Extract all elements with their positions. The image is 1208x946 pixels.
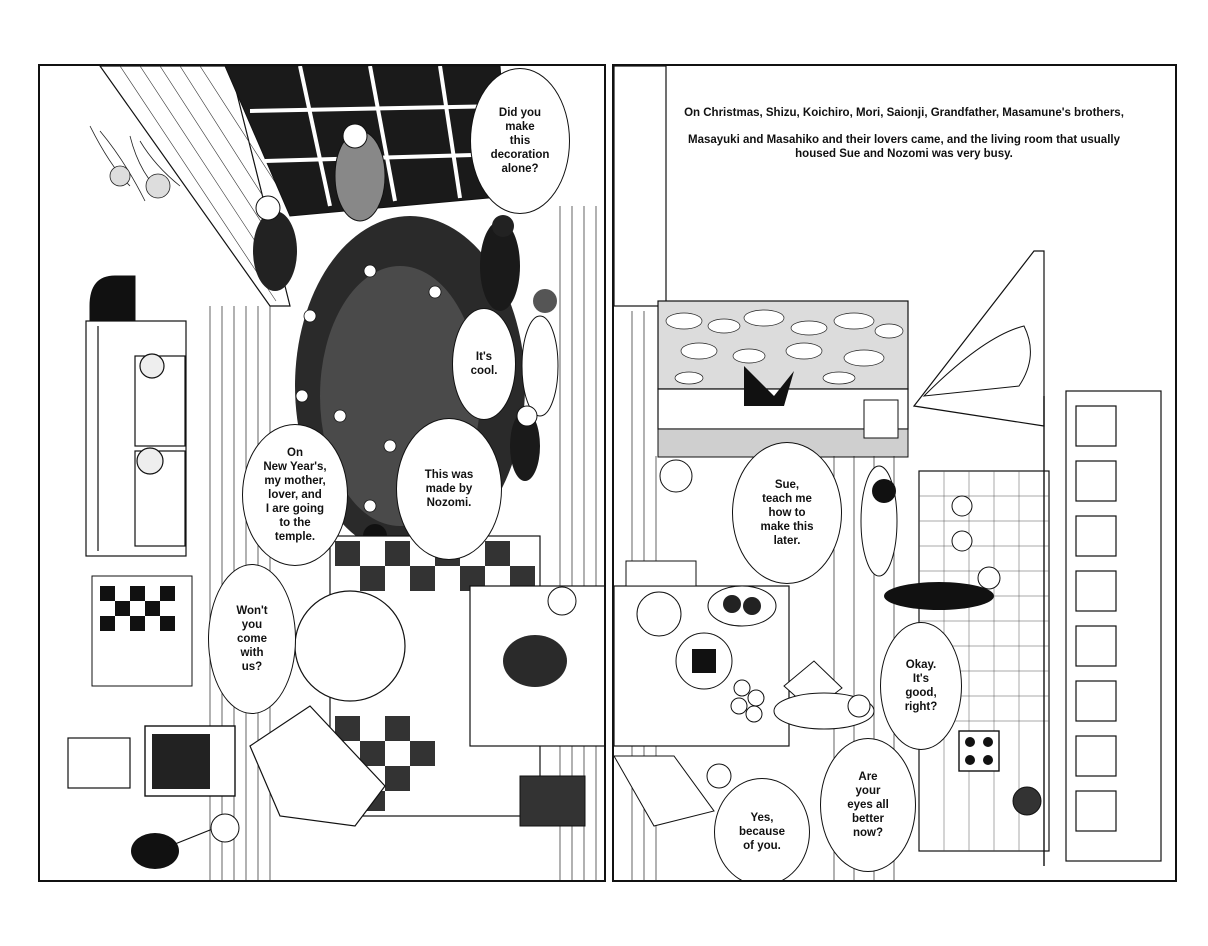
speech-bubble-new-year: On New Year's, my mother, lover, and I a… (242, 424, 348, 566)
left-panel: Did you make this decoration alone? It's… (38, 64, 606, 882)
people-right (706, 465, 1001, 789)
checkered-window (91, 575, 193, 687)
speech-bubble-yes: Yes, because of you. (714, 778, 810, 880)
pot-2 (951, 530, 973, 552)
wall-arch (922, 325, 1031, 397)
narration-line-2: Masayuki and Masahiko and their lovers c… (687, 133, 1120, 161)
gift-box (519, 775, 586, 827)
tall-cabinets (1065, 390, 1162, 862)
fruit-pile (730, 679, 765, 723)
cabinet (85, 320, 187, 557)
armchair (249, 705, 386, 827)
narration-line-1: On Christmas, Shizu, Koichiro, Mori, Sai… (684, 107, 1124, 119)
speech-text-okay: Okay. It's good, right? (904, 659, 938, 713)
skylight-frame (249, 66, 509, 207)
stove (958, 730, 1000, 772)
speech-bubble-come-with: Won't you come with us? (208, 564, 296, 714)
speech-text-cool: It's cool. (470, 351, 498, 377)
right-panel: On Christmas, Shizu, Koichiro, Mori, Sai… (612, 64, 1177, 882)
roast-turkey (503, 635, 567, 687)
speech-text-nozomi: This was made by Nozomi. (424, 469, 474, 509)
pot-1 (951, 495, 973, 517)
speech-bubble-okay: Okay. It's good, right? (880, 622, 962, 750)
speech-text-come-with: Won't you come with us? (236, 605, 268, 673)
chair-top (625, 560, 697, 587)
dried-flowers (89, 125, 181, 202)
speech-text-eyes: Are your eyes all better now? (847, 771, 889, 839)
lamp-base (210, 813, 240, 843)
speech-text-new-year: On New Year's, my mother, lover, and I a… (263, 447, 327, 543)
pot-3 (1012, 786, 1042, 816)
left-wall-right-panel (614, 66, 667, 307)
speech-bubble-cool: It's cool. (452, 308, 516, 420)
picture-frame (67, 737, 131, 789)
speech-text-teach: Sue, teach me how to make this later. (760, 479, 814, 547)
fireplace-fire (744, 366, 794, 406)
vase (659, 459, 693, 493)
speech-bubble-teach: Sue, teach me how to make this later. (732, 442, 842, 584)
speech-bubble-decoration: Did you make this decoration alone? (470, 68, 570, 214)
plate (547, 586, 577, 616)
round-table (294, 590, 406, 702)
left-wall (99, 66, 291, 307)
kitchen-illustration (614, 66, 1162, 880)
tv-screen (152, 734, 210, 789)
speech-text-yes: Yes, because of you. (738, 812, 786, 852)
cake (692, 649, 716, 673)
speech-text-decoration: Did you make this decoration alone? (490, 107, 550, 175)
fruit-plate (707, 585, 777, 627)
stove-burners (965, 737, 993, 765)
speech-bubble-nozomi: This was made by Nozomi. (396, 418, 502, 560)
floor-lamp (131, 833, 179, 869)
stone-pattern (665, 309, 904, 385)
salad-bowl (636, 591, 682, 637)
chair-bottom (614, 755, 715, 827)
narration-box: On Christmas, Shizu, Koichiro, Mori, Sai… (684, 106, 1124, 174)
trash-bin (863, 399, 899, 439)
speech-bubble-eyes: Are your eyes all better now? (820, 738, 916, 872)
